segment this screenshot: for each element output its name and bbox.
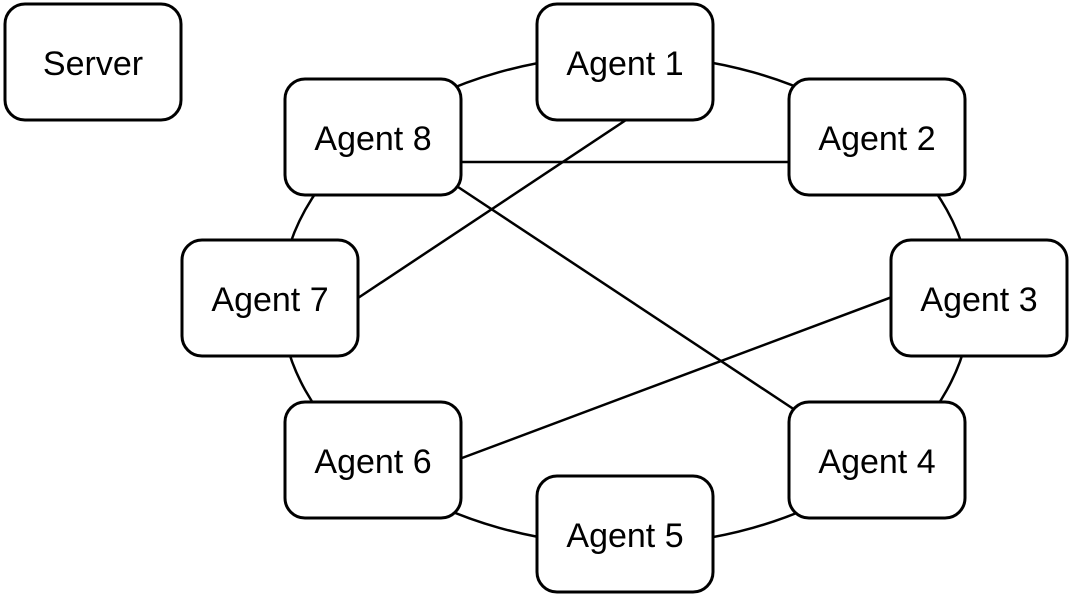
- node-agent6-label: Agent 6: [314, 443, 431, 481]
- node-agent8[interactable]: Agent 8: [283, 77, 463, 197]
- edge-agent8-agent4: [454, 183, 796, 412]
- node-agent2-label: Agent 2: [818, 120, 935, 158]
- node-agent1-label: Agent 1: [566, 45, 683, 83]
- node-agent5-label: Agent 5: [566, 517, 683, 555]
- node-agent3[interactable]: Agent 3: [889, 238, 1069, 358]
- node-agent3-label: Agent 3: [920, 281, 1037, 319]
- node-agent5[interactable]: Agent 5: [535, 474, 715, 594]
- node-agent4[interactable]: Agent 4: [787, 400, 967, 520]
- node-agent7-label: Agent 7: [211, 281, 328, 319]
- node-agent8-label: Agent 8: [314, 120, 431, 158]
- node-agent2[interactable]: Agent 2: [787, 77, 967, 197]
- node-agent7[interactable]: Agent 7: [180, 238, 360, 358]
- node-server-label: Server: [43, 45, 143, 83]
- node-server[interactable]: Server: [3, 2, 183, 122]
- node-agent4-label: Agent 4: [818, 443, 935, 481]
- node-agent6[interactable]: Agent 6: [283, 400, 463, 520]
- node-agent1[interactable]: Agent 1: [535, 2, 715, 122]
- edge-agent3-agent6: [461, 295, 893, 460]
